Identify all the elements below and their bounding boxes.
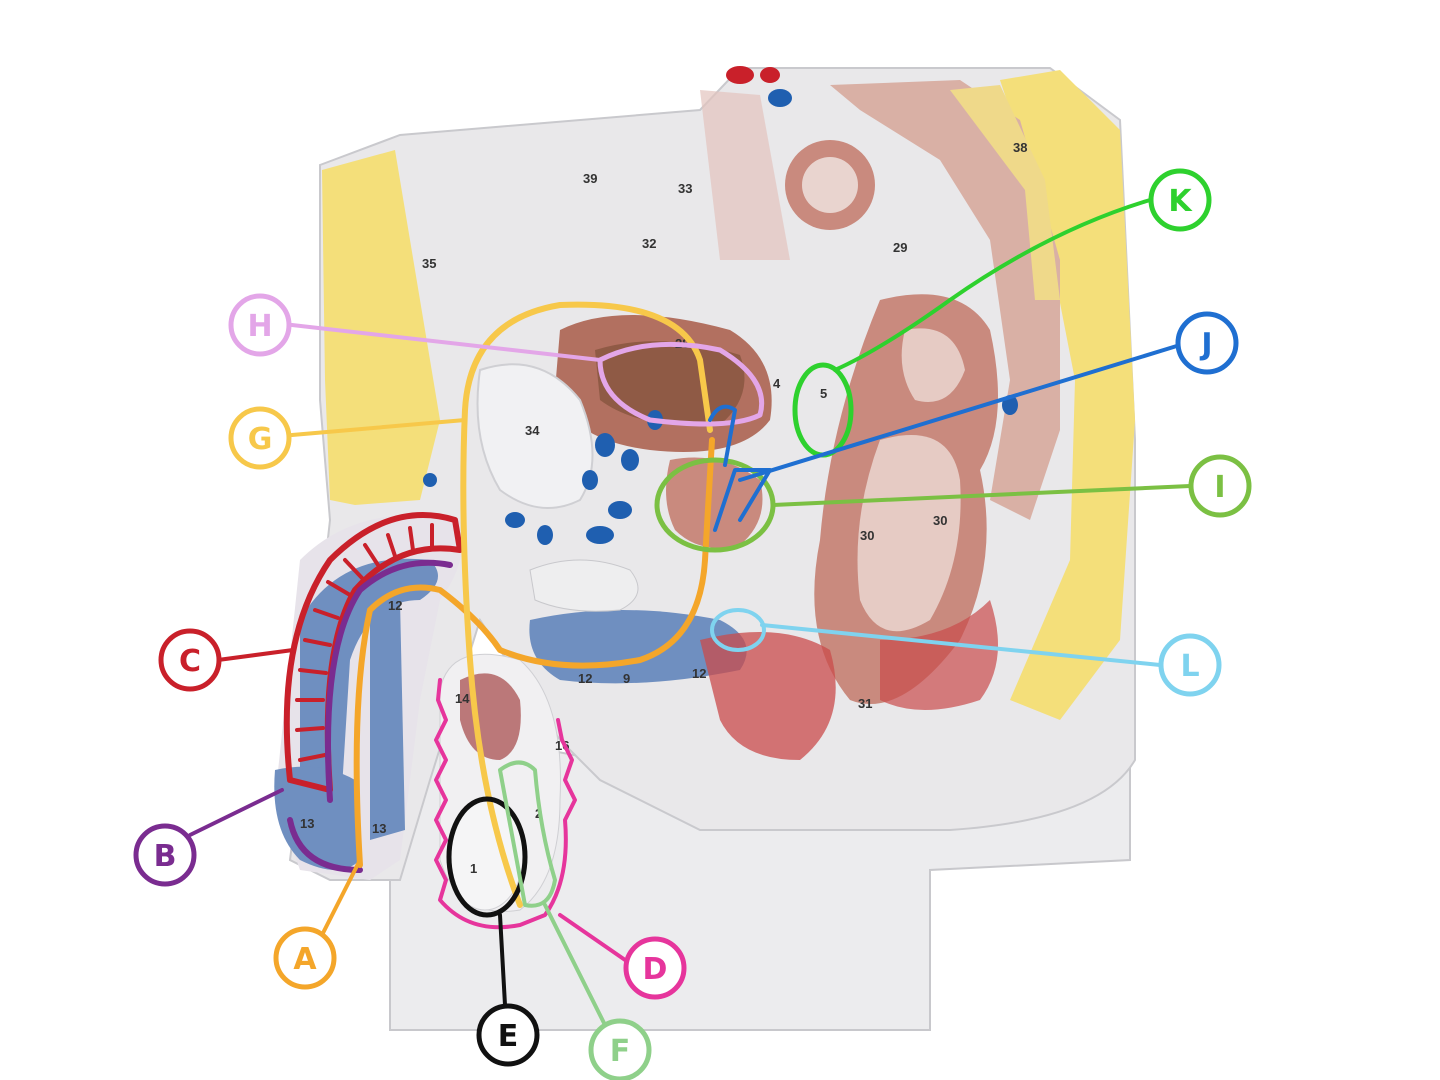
outline-l [710, 608, 766, 652]
badge-b-letter: B [154, 839, 177, 874]
outline-j [708, 404, 772, 532]
badge-l: L [1158, 633, 1222, 697]
model-number: 31 [858, 696, 872, 711]
sacrum [830, 80, 1060, 520]
glans [274, 766, 360, 870]
letter-badges: A B C D E F G H [133, 168, 1252, 1080]
leader-l [760, 623, 1162, 667]
model-number: 9 [623, 671, 630, 686]
badge-k-letter: K [1168, 184, 1193, 219]
model-number: 5 [820, 386, 827, 401]
leader-c [216, 648, 295, 662]
model-number: 34 [525, 423, 540, 438]
corpus-cavernosum [300, 558, 438, 838]
model-number-labels: 1 2 4 5 9 12 12 12 13 13 14 16 28 29 30 … [300, 140, 1027, 876]
leader-i [771, 484, 1192, 507]
model-number: 33 [678, 181, 692, 196]
model-number: 4 [773, 376, 781, 391]
badge-g: G [228, 406, 292, 470]
leader-f [543, 903, 607, 1027]
model-number: 35 [422, 256, 436, 271]
fat-tissue-right [1000, 70, 1135, 720]
outline-f [498, 760, 557, 908]
badge-h: H [228, 293, 292, 357]
badge-c-letter: C [179, 644, 201, 679]
badge-l-letter: L [1180, 649, 1199, 684]
model-number: 12 [578, 671, 592, 686]
leader-h [290, 323, 602, 362]
badge-k: K [1148, 168, 1212, 232]
leader-g [290, 418, 467, 437]
outline-b [287, 559, 453, 873]
model-number: 29 [893, 240, 907, 255]
outline-a [353, 437, 715, 868]
venous-plexus [423, 395, 1018, 545]
badge-g-letter: G [248, 422, 273, 457]
leader-b [188, 788, 284, 837]
badge-j: J [1175, 311, 1239, 375]
outline-g [460, 301, 713, 908]
leader-a [320, 858, 362, 937]
model-number: 13 [300, 816, 314, 831]
badge-e-letter: E [498, 1019, 519, 1054]
model-number: 39 [583, 171, 597, 186]
badge-h-letter: H [247, 309, 272, 344]
badge-c: C [158, 628, 222, 692]
outline-e [446, 796, 528, 918]
model-number: 13 [372, 821, 386, 836]
badge-e: E [476, 1003, 540, 1067]
badge-i-letter: I [1214, 470, 1225, 505]
leader-lines [188, 198, 1192, 1027]
model-number: 14 [455, 691, 470, 706]
leader-d [558, 913, 630, 964]
model-number: 12 [388, 598, 402, 613]
leader-e [498, 913, 507, 1007]
model-number: 30 [933, 513, 947, 528]
model-number: 12 [692, 666, 706, 681]
badge-d-letter: D [643, 952, 668, 987]
pubic-bone [476, 363, 594, 509]
badge-a: A [273, 926, 337, 990]
badge-a-letter: A [293, 942, 317, 977]
outline-h [597, 341, 765, 427]
leader-k [833, 198, 1152, 372]
annotation-overlays [283, 301, 854, 930]
model-number: 38 [1013, 140, 1027, 155]
model-number: 30 [860, 528, 874, 543]
leader-j [738, 343, 1182, 482]
fat-tissue-left [322, 150, 440, 505]
model-number: 32 [642, 236, 656, 251]
badge-i: I [1188, 454, 1252, 518]
badge-f-letter: F [610, 1034, 631, 1069]
badge-f: F [588, 1018, 652, 1080]
perineal-muscle [700, 632, 836, 760]
outline-c-hatch [295, 523, 434, 762]
badge-b: B [133, 823, 197, 887]
outline-d [434, 678, 577, 930]
badge-j-letter: J [1199, 327, 1212, 362]
model-number: 1 [470, 861, 477, 876]
badge-d: D [623, 936, 687, 1000]
